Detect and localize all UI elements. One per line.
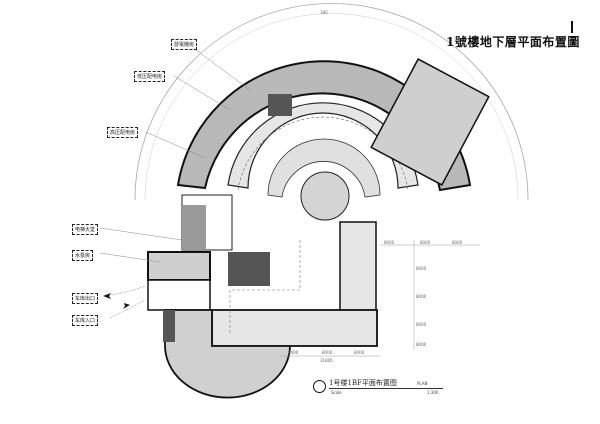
drive-lane [237, 116, 409, 191]
dim-v3: 8000 [416, 322, 427, 327]
dim-r3: 8000 [452, 240, 463, 245]
label-generator-room: 發電機房 [171, 39, 198, 50]
drawing-title: 1號樓地下層平面布置圖 [446, 35, 580, 49]
dim-v2: 8000 [416, 294, 427, 299]
inner-stalls [267, 138, 381, 198]
label-garage-entrance: 车库入口 [72, 315, 99, 326]
label-pump-room: 水泵房 [72, 250, 94, 261]
left-block-hatch [182, 205, 206, 250]
bottom-left-dark [163, 310, 175, 342]
dimension-arc [134, 3, 529, 201]
dim-r2: 8000 [420, 240, 431, 245]
central-core [300, 171, 350, 221]
right-stub [339, 221, 377, 313]
leader-lines [99, 43, 251, 319]
label-garage-exit: 车库出口 [72, 293, 99, 304]
right-wing [370, 58, 490, 186]
legend-plan: PLAN [417, 381, 428, 386]
dim-total: 31800 [320, 358, 333, 363]
title-bar [571, 21, 573, 33]
legend-scale: 1:300 [427, 390, 439, 395]
arc-dimension: 180 [320, 10, 328, 15]
legend-scale-label: Scale [331, 390, 342, 395]
entrance-arrow [123, 303, 130, 309]
dim-v1: 8000 [416, 266, 427, 271]
label-high-voltage-room: 高压配电房 [107, 127, 139, 138]
left-block-upper [181, 194, 233, 251]
exit-arrow [103, 293, 111, 299]
ramp-block [147, 279, 211, 311]
label-elevator-lobby: 电梯大堂 [72, 224, 99, 235]
dim-b1: 8400 [288, 350, 299, 355]
legend-divider [329, 388, 443, 389]
drive-path [229, 240, 301, 335]
bottom-curve [164, 309, 291, 399]
dim-v4: 8000 [416, 342, 427, 347]
dim-r1: 8000 [384, 240, 395, 245]
lift-block [228, 252, 270, 286]
dim-b2: 8000 [322, 350, 333, 355]
dim-b3: 8400 [354, 350, 365, 355]
dimension-arc-inner [144, 13, 519, 201]
pump-room-block [147, 251, 211, 281]
dark-core [268, 94, 292, 116]
bottom-wing [211, 309, 378, 347]
label-low-voltage-room: 低压配电房 [134, 71, 166, 82]
legend-name: 1号楼1BF平面布置图 [329, 379, 397, 387]
legend-circle-icon [313, 380, 326, 393]
